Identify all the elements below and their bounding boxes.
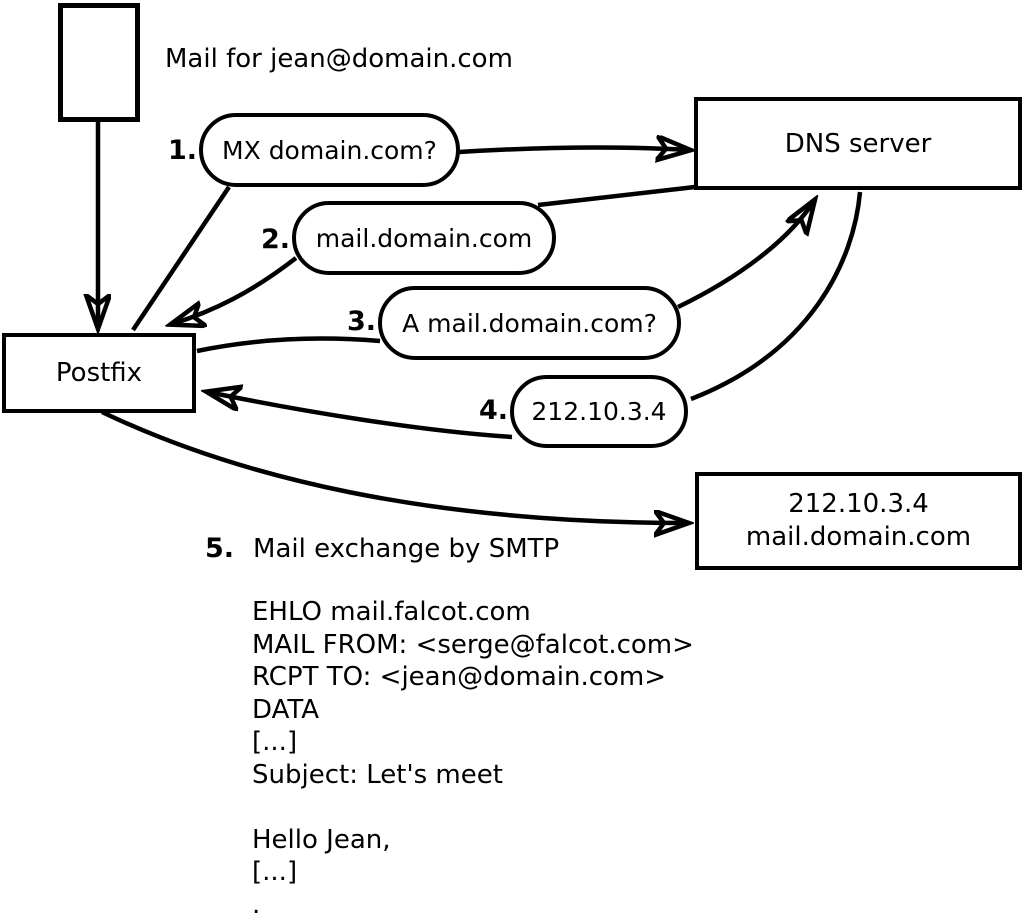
smtp-line: [...] <box>252 727 298 757</box>
dns-server-node: DNS server <box>694 97 1022 190</box>
postfix-node: Postfix <box>2 333 196 413</box>
line-postfix-to-query3 <box>196 336 381 354</box>
step-number-4: 4. <box>478 395 508 426</box>
smtp-line: [...] <box>252 857 298 887</box>
step-5-label: Mail exchange by SMTP <box>253 534 560 564</box>
query-pill-mx-label: MX domain.com? <box>222 135 437 165</box>
step-5-row: 5. Mail exchange by SMTP <box>205 533 559 564</box>
query-pill-a-record-label: A mail.domain.com? <box>402 308 657 338</box>
step-number-5: 5. <box>205 533 235 564</box>
smtp-line: EHLO mail.falcot.com <box>252 597 531 627</box>
smtp-line: . <box>252 889 261 919</box>
smtp-line: Hello Jean, <box>252 824 391 855</box>
smtp-line: DATA <box>252 694 319 725</box>
query-pill-a-record: A mail.domain.com? <box>378 286 681 360</box>
line-dns-to-reply2 <box>537 184 696 208</box>
smtp-line <box>252 791 694 824</box>
smtp-transcript: EHLO mail.falcot.com MAIL FROM: <serge@f… <box>252 596 694 919</box>
reply-pill-ip-label: 212.10.3.4 <box>531 397 667 426</box>
reply-pill-mx-result: mail.domain.com <box>292 201 556 275</box>
mail-server-node: 212.10.3.4 mail.domain.com <box>695 472 1022 570</box>
arrow-reply4-to-postfix <box>208 392 513 440</box>
mail-server-hostname: mail.domain.com <box>745 522 972 552</box>
arrow-query1-to-dns <box>458 148 689 152</box>
query-pill-mx: MX domain.com? <box>199 113 460 187</box>
dns-server-label: DNS server <box>784 128 932 159</box>
step-number-3: 3. <box>346 306 376 337</box>
postfix-label: Postfix <box>55 358 143 388</box>
step-number-1: 1. <box>167 135 197 166</box>
mail-message-box <box>58 3 140 122</box>
diagram-title: Mail for jean@domain.com <box>165 44 513 74</box>
mail-server-ip: 212.10.3.4 <box>788 489 929 519</box>
step-number-2: 2. <box>260 224 290 255</box>
arrow-query3-to-dns <box>677 201 814 310</box>
line-dns-to-reply4 <box>690 191 863 402</box>
smtp-line: MAIL FROM: <serge@falcot.com> <box>252 629 694 660</box>
arrow-postfix-to-mailserver <box>101 409 687 523</box>
arrow-reply2-to-postfix <box>172 256 298 324</box>
reply-pill-ip: 212.10.3.4 <box>510 375 688 448</box>
line-postfix-to-query1 <box>131 185 231 332</box>
smtp-line: Subject: Let's meet <box>252 759 503 790</box>
smtp-line: RCPT TO: <jean@domain.com> <box>252 662 667 692</box>
reply-pill-mx-result-label: mail.domain.com <box>315 223 533 253</box>
